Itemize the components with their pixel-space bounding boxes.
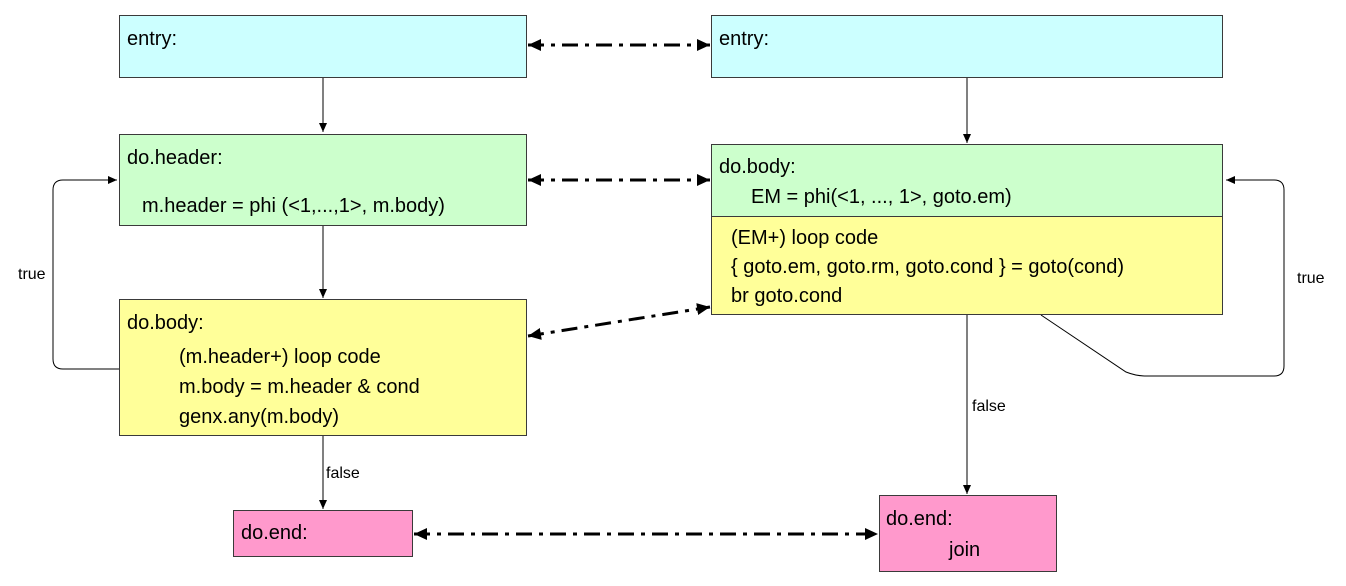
left-end-title: do.end: bbox=[241, 522, 308, 544]
edge-right-body-loop-back bbox=[1040, 176, 1285, 377]
right-body-line: (EM+) loop code bbox=[731, 227, 879, 249]
right-entry-block: entry: bbox=[711, 15, 1223, 78]
left-loop-true-label: true bbox=[18, 266, 46, 283]
right-loop-true-label: true bbox=[1297, 270, 1325, 287]
right-body-phi: EM = phi(<1, ..., 1>, goto.em) bbox=[751, 186, 1012, 208]
left-body-block: do.body: (m.header+) loop code m.body = … bbox=[119, 299, 527, 436]
right-exit-false-label: false bbox=[972, 398, 1006, 415]
left-entry-title: entry: bbox=[127, 28, 178, 50]
left-exit-false-label: false bbox=[326, 465, 360, 482]
right-end-title: do.end: bbox=[886, 508, 953, 530]
right-end-block: do.end: join bbox=[879, 495, 1057, 572]
right-body-phi-section bbox=[712, 145, 1222, 217]
link-body-correspondence bbox=[527, 303, 711, 340]
right-entry-title: entry: bbox=[719, 28, 770, 50]
left-end-block: do.end: bbox=[233, 510, 413, 557]
left-header-phi: m.header = phi (<1,...,1>, m.body) bbox=[142, 195, 445, 217]
left-body-line: m.body = m.header & cond bbox=[179, 376, 420, 398]
right-body-block: do.body: EM = phi(<1, ..., 1>, goto.em) … bbox=[711, 144, 1223, 315]
left-header-title: do.header: bbox=[127, 147, 223, 169]
edge-left-body-loop-back bbox=[52, 176, 120, 370]
right-body-line: { goto.em, goto.rm, goto.cond } = goto(c… bbox=[731, 256, 1125, 278]
left-entry-block: entry: bbox=[119, 15, 527, 78]
left-body-line: genx.any(m.body) bbox=[179, 406, 340, 428]
right-body-line: br goto.cond bbox=[731, 285, 843, 307]
left-body-line: (m.header+) loop code bbox=[179, 346, 381, 368]
left-body-title: do.body: bbox=[127, 312, 204, 334]
right-end-join: join bbox=[949, 539, 981, 561]
right-body-title: do.body: bbox=[719, 156, 796, 178]
left-header-block: do.header: m.header = phi (<1,...,1>, m.… bbox=[119, 134, 527, 226]
